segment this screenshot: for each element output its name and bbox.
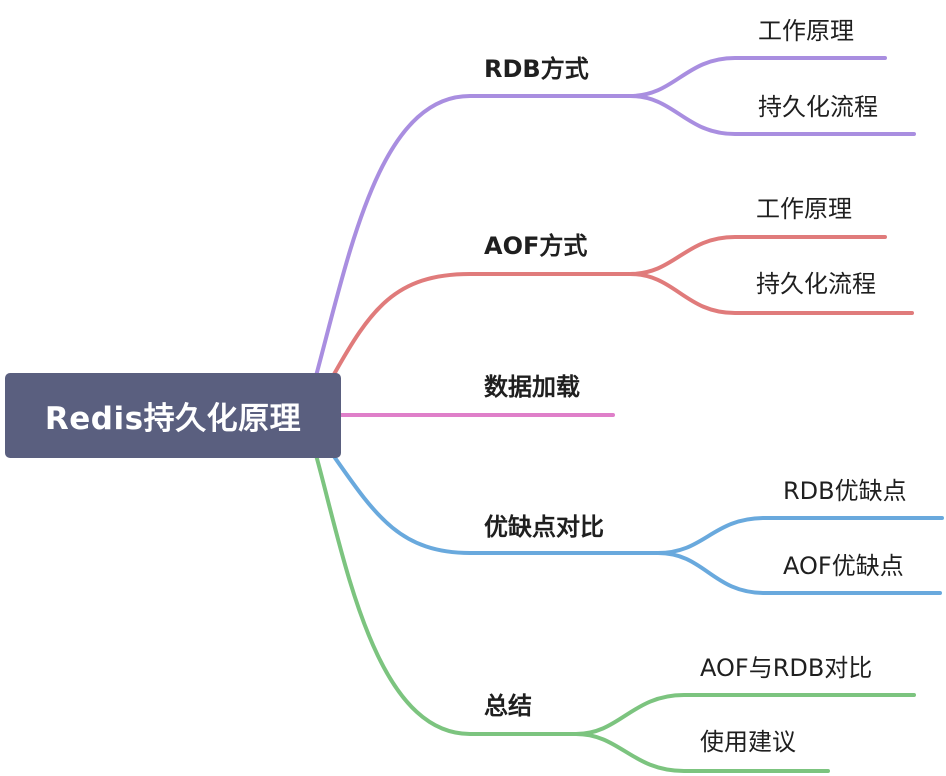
- connector-rdb-pros-cons: [656, 516, 944, 555]
- branch-comparison-label[interactable]: 优缺点对比: [484, 513, 604, 541]
- leaf-aof-pros-cons[interactable]: AOF优缺点: [783, 552, 904, 580]
- root-node-label: Redis持久化原理: [44, 401, 302, 437]
- branch-rdb-label[interactable]: RDB方式: [484, 55, 589, 83]
- connector-aof-working-principle: [628, 235, 887, 276]
- branch-aof-label[interactable]: AOF方式: [484, 232, 588, 260]
- leaf-aof-vs-rdb[interactable]: AOF与RDB对比: [700, 654, 873, 682]
- connector-rdb-persistence-flow: [628, 94, 916, 136]
- connector-root-comparison: [331, 453, 660, 555]
- leaf-usage-advice[interactable]: 使用建议: [700, 728, 796, 756]
- branch-data-loading-label[interactable]: 数据加载: [484, 373, 580, 401]
- connector-usage-advice: [574, 732, 830, 773]
- leaf-rdb-pros-cons[interactable]: RDB优缺点: [783, 477, 907, 505]
- leaf-rdb-persistence-flow[interactable]: 持久化流程: [758, 93, 878, 121]
- connector-aof-vs-rdb: [574, 693, 916, 736]
- connector-rdb-working-principle: [628, 56, 887, 98]
- leaf-rdb-working-principle[interactable]: 工作原理: [758, 17, 854, 45]
- connector-root-rdb: [314, 94, 632, 378]
- leaf-aof-working-principle[interactable]: 工作原理: [756, 195, 852, 223]
- root-node[interactable]: Redis持久化原理: [5, 373, 341, 458]
- connector-root-summary: [314, 453, 578, 736]
- leaf-aof-persistence-flow[interactable]: 持久化流程: [756, 270, 876, 298]
- connector-aof-pros-cons: [656, 551, 942, 595]
- branch-summary-label[interactable]: 总结: [484, 692, 532, 720]
- connector-aof-persistence-flow: [628, 272, 914, 315]
- connector-root-aof: [331, 272, 632, 378]
